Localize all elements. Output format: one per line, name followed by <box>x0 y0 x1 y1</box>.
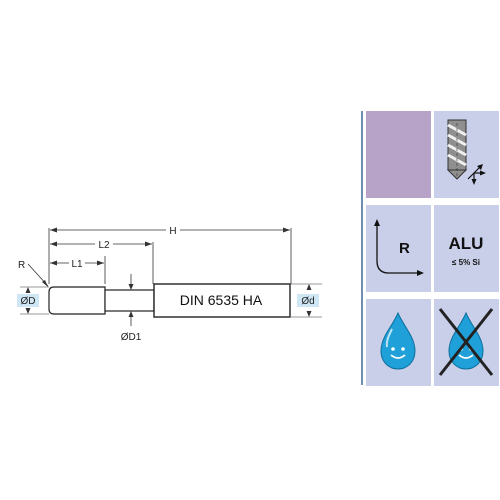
coolant-allowed-tile <box>366 299 431 386</box>
arrowhead <box>306 311 312 317</box>
no-coolant-tile <box>434 299 499 386</box>
tool-feature-icons: R ALU ≤ 5% Si <box>361 111 499 386</box>
coolant-drop-icon <box>380 311 416 370</box>
cutting-head <box>48 286 106 315</box>
arrowhead <box>306 284 312 290</box>
arrowhead <box>97 260 104 266</box>
corner-radius-icon: R <box>374 219 424 276</box>
dim-label-d: ØD <box>21 296 36 307</box>
dim-label-l2: L2 <box>98 240 110 251</box>
radius-label: R <box>399 240 410 257</box>
dim-label-l1: L1 <box>71 259 83 270</box>
tool-geometry-tile <box>434 111 499 198</box>
arrowhead <box>50 260 57 266</box>
arrowhead <box>42 280 48 287</box>
shank <box>153 283 291 318</box>
arrowhead <box>25 287 31 293</box>
arrowhead <box>25 308 31 314</box>
arrowhead <box>50 227 57 233</box>
coating-color-tile <box>366 111 431 198</box>
corner-radius-tile: R <box>366 205 431 292</box>
no-coolant-icon <box>438 308 494 376</box>
material-subtitle: ≤ 5% Si <box>452 258 480 267</box>
arrowhead <box>145 241 152 247</box>
arrowhead <box>50 241 57 247</box>
dim-label-shank-d: Ød <box>301 296 314 307</box>
dim-label-bg-l1 <box>69 256 85 268</box>
dim-highlight-shank-d <box>297 294 319 307</box>
dim-label-r: R <box>18 260 25 271</box>
material-tile: ALU ≤ 5% Si <box>434 205 499 292</box>
material-alu-icon: ALU ≤ 5% Si <box>449 234 484 267</box>
helix-end-mill-icon <box>446 119 486 185</box>
arrowhead <box>283 227 290 233</box>
dim-label-bg-l2 <box>95 237 113 249</box>
shank-marking: DIN 6535 HA <box>180 292 263 308</box>
material-title: ALU <box>449 234 484 253</box>
neck <box>104 289 155 312</box>
end-mill-technical-drawing: H L2 L1 R DIN 6535 HA ØD1 ØD Ød <box>17 223 322 343</box>
dim-label-d1: ØD1 <box>121 332 142 343</box>
arrowhead <box>128 284 134 290</box>
dim-highlight-d <box>17 294 39 307</box>
arrowhead <box>128 311 134 317</box>
dim-label-h: H <box>169 226 176 237</box>
dim-label-bg-h <box>166 223 180 235</box>
